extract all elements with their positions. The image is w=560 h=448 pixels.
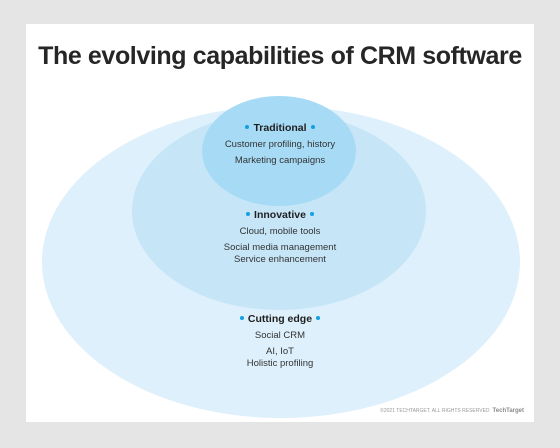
innovative-item: Cloud, mobile tools [239,226,321,237]
traditional-block: Traditional Customer profiling, history … [26,121,534,167]
cutting-edge-item: AI, IoT [266,346,294,357]
cutting-edge-block: Cutting edge Social CRM AI, IoT Holistic… [26,312,534,370]
innovative-heading-label: Innovative [254,209,306,221]
nested-ellipse-diagram: Traditional Customer profiling, history … [26,24,534,422]
traditional-heading: Traditional [26,121,534,135]
diagram-card: The evolving capabilities of CRM softwar… [26,24,534,422]
innovative-heading: Innovative [26,208,534,222]
copyright-text: ©2021 TECHTARGET. ALL RIGHTS RESERVED [380,408,490,414]
traditional-item: Customer profiling, history [224,139,336,150]
cutting-edge-heading-label: Cutting edge [247,313,313,325]
bullet-dot-icon [316,316,321,321]
bullet-dot-icon [246,212,251,217]
brand-logo: TechTarget [492,408,524,414]
innovative-item: Social media management [223,242,337,253]
cutting-edge-item: Holistic profiling [246,358,314,369]
traditional-heading-label: Traditional [253,122,307,134]
bullet-dot-icon [310,125,315,130]
bullet-dot-icon [309,212,314,217]
traditional-ellipse [202,96,356,206]
cutting-edge-item: Social CRM [254,330,306,341]
cutting-edge-heading: Cutting edge [26,312,534,326]
bullet-dot-icon [239,316,244,321]
innovative-block: Innovative Cloud, mobile tools Social me… [26,208,534,266]
page-title: The evolving capabilities of CRM softwar… [38,42,522,70]
bullet-dot-icon [245,125,250,130]
traditional-item: Marketing campaigns [234,155,326,166]
innovative-item: Service enhancement [234,254,326,265]
